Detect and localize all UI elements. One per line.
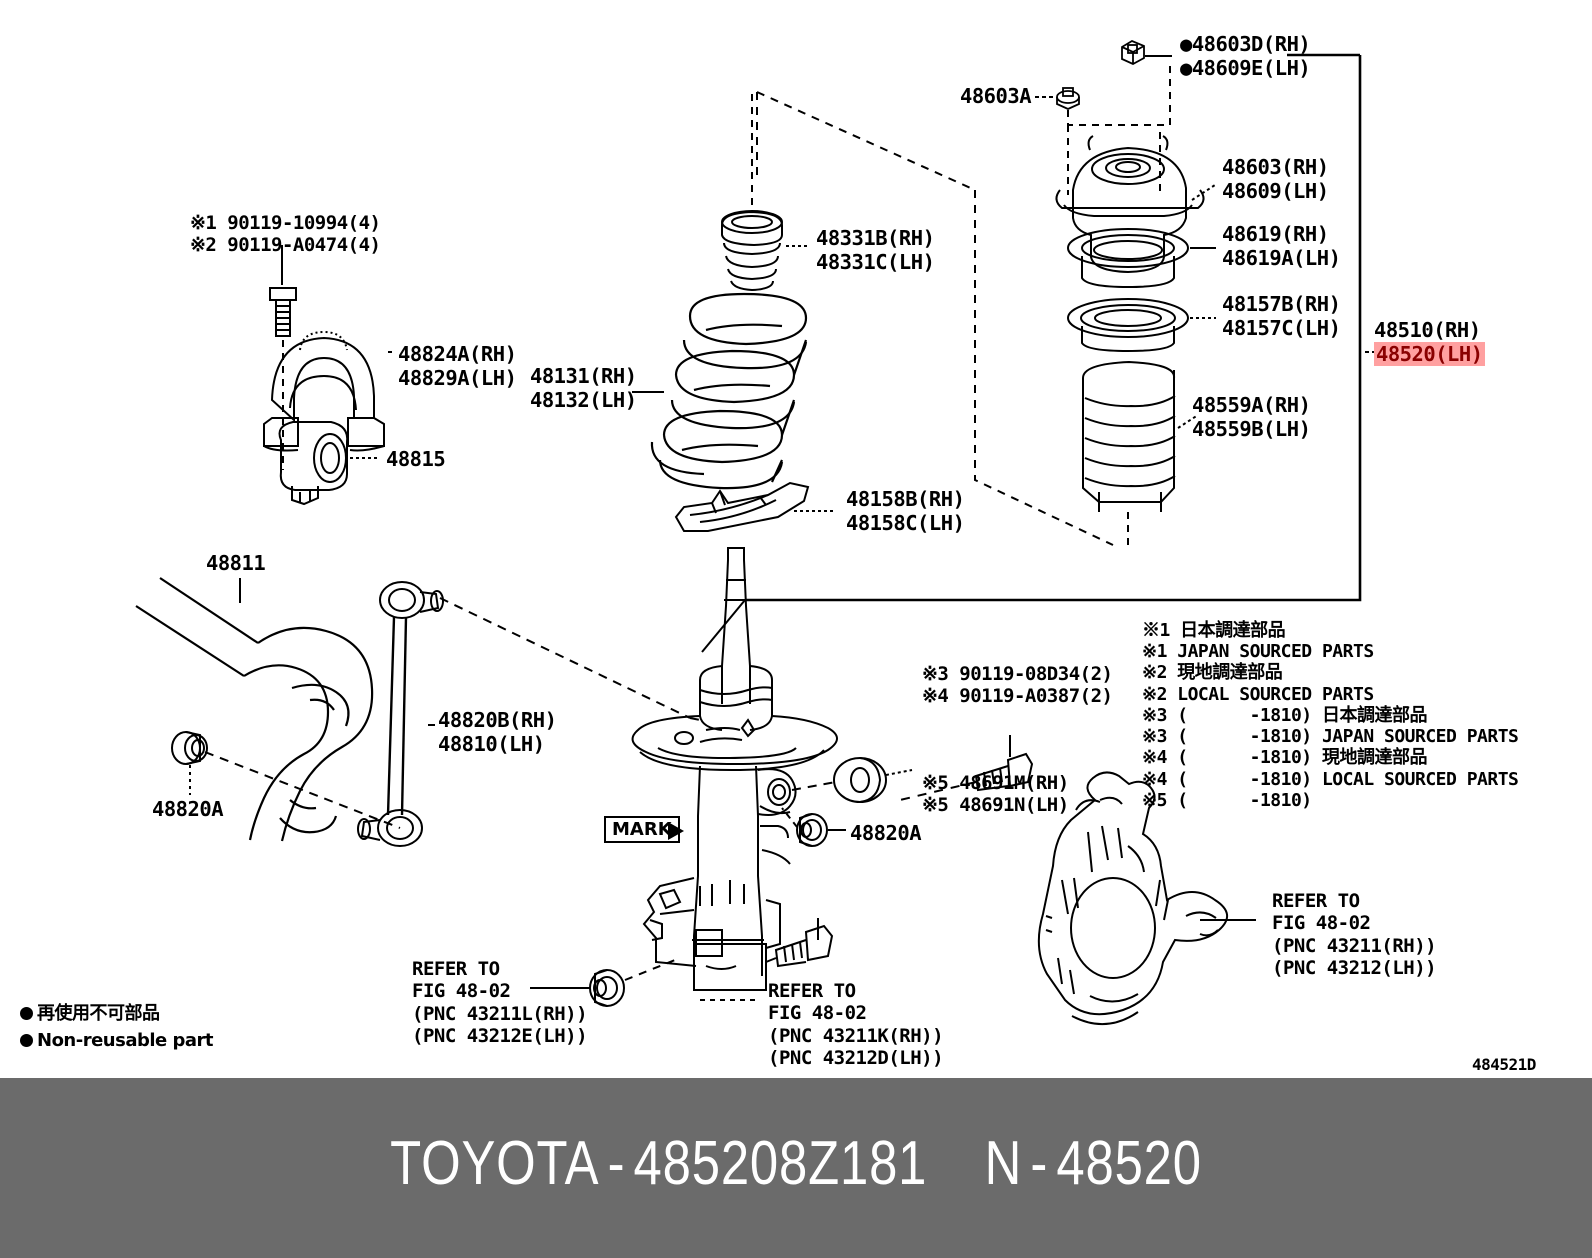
- legend-en-text: Non-reusable part: [37, 1030, 214, 1052]
- label-bracket-48824a: 48824A(RH) 48829A(LH): [398, 342, 517, 391]
- banner-separator-1: -: [607, 1129, 626, 1198]
- label-refer-mid: REFER TO FIG 48-02 (PNC 43211K(RH)) (PNC…: [768, 980, 944, 1070]
- label-bar-48811: 48811: [206, 551, 266, 575]
- label-refer-right: REFER TO FIG 48-02 (PNC 43211(RH)) (PNC …: [1272, 890, 1437, 980]
- label-bearing-48619: 48619(RH) 48619A(LH): [1222, 222, 1341, 271]
- label-seat-48157: 48157B(RH) 48157C(LH): [1222, 292, 1341, 341]
- label-nut-48603d: ●48603D(RH) ●48609E(LH): [1180, 32, 1311, 81]
- diagram-code: 484521D: [1472, 1055, 1536, 1074]
- parts-diagram: ●48603D(RH) ●48609E(LH) 48603A 48603(RH)…: [20, 32, 1537, 1074]
- diagram-vector-layer: [135, 39, 1383, 1026]
- banner-separator-2: -: [1030, 1129, 1049, 1198]
- label-bumper-48331: 48331B(RH) 48331C(LH): [816, 226, 935, 275]
- bottom-banner: [0, 1078, 1592, 1258]
- filled-circle-icon: [20, 1034, 33, 1048]
- banner-part-number: 485208Z181: [633, 1129, 928, 1198]
- label-bolt-90119-08d34: ※3 90119-08D34(2) ※4 90119-A0387(2): [922, 663, 1113, 708]
- banner-group-prefix: N: [984, 1129, 1023, 1198]
- mark-arrow-icon: [668, 822, 684, 840]
- label-bolt-90119-10994: ※1 90119-10994(4) ※2 90119-A0474(4): [190, 212, 381, 257]
- label-nut-48603a: 48603A: [960, 84, 1032, 108]
- label-bush-48815: 48815: [386, 447, 446, 471]
- notes-block: ※1 日本調達部品 ※1 JAPAN SOURCED PARTS ※2 現地調達…: [1142, 620, 1519, 811]
- label-nut-48820a-mid: 48820A: [850, 821, 922, 845]
- banner-brand: TOYOTA: [390, 1129, 600, 1198]
- legend-non-reusable: 再使用不可部品 Non-reusable part: [20, 1003, 214, 1052]
- label-refer-left: REFER TO FIG 48-02 (PNC 43211L(RH)) (PNC…: [412, 958, 588, 1048]
- label-nut-48820a-left: 48820A: [152, 797, 224, 821]
- label-insulator-48158: 48158B(RH) 48158C(LH): [846, 487, 965, 536]
- label-support-48603: 48603(RH) 48609(LH): [1222, 155, 1329, 204]
- label-boot-48559: 48559A(RH) 48559B(LH): [1192, 393, 1311, 442]
- filled-circle-icon: [20, 1007, 33, 1020]
- legend-jp-row: 再使用不可部品: [20, 1003, 213, 1024]
- banner-group-number: 48520: [1056, 1129, 1202, 1198]
- legend-jp-text: 再使用不可部品: [37, 1003, 160, 1024]
- label-spring-48131: 48131(RH) 48132(LH): [530, 364, 637, 413]
- label-link-48820b: 48820B(RH) 48810(LH): [438, 708, 557, 757]
- legend-en-row: Non-reusable part: [20, 1030, 214, 1052]
- label-assy-48510: 48510(RH): [1374, 318, 1481, 342]
- label-bolt-48691: ※5 48691M(RH) ※5 48691N(LH): [922, 772, 1069, 817]
- label-assy-48520-highlight: 48520(LH): [1374, 342, 1485, 367]
